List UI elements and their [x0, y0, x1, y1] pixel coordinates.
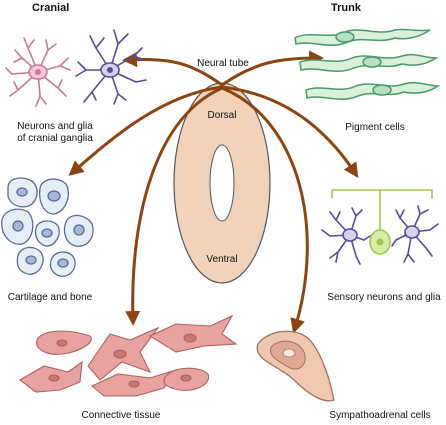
cartilage-cells	[1, 177, 94, 277]
neural-tube	[173, 82, 271, 284]
sympathoadrenal-label: Sympathoadrenal cells	[329, 410, 431, 421]
cranial-neuron-purple	[75, 29, 147, 105]
arrow-to-pigment-cells	[220, 50, 324, 87]
arrow-to-sensory	[220, 85, 359, 179]
cranial-ganglia-label: Neurons and glia of cranial ganglia	[0, 121, 110, 145]
pigment-cells	[294, 28, 441, 100]
cranial-ganglia-label-line1: Neurons and glia	[17, 121, 93, 132]
neural-tube-label: Neural tube	[197, 58, 249, 69]
arrow-to-cranial-ganglia	[122, 52, 224, 87]
arrow-to-cartilage	[68, 85, 224, 176]
sensory-neurons-label: Sensory neurons and glia	[327, 292, 441, 303]
trunk-heading: Trunk	[331, 2, 361, 14]
migration-arrows	[68, 50, 359, 334]
pigment-cells-label: Pigment cells	[345, 122, 405, 133]
cranial-neuron-pink	[5, 37, 71, 107]
connective-tissue-label: Connective tissue	[81, 410, 161, 421]
arrow-to-sympathoadrenal	[220, 86, 309, 334]
dorsal-label: Dorsal	[207, 110, 237, 121]
cranial-heading: Cranial	[32, 2, 70, 14]
sympathoadrenal-cell	[256, 330, 335, 402]
arrow-to-connective	[125, 86, 224, 326]
cranial-ganglia-label-line2: of cranial ganglia	[17, 133, 93, 144]
ventral-label: Ventral	[206, 254, 238, 265]
sensory-neurons	[321, 189, 439, 265]
cartilage-bone-label: Cartilage and bone	[7, 292, 93, 303]
connective-tissue	[19, 314, 238, 397]
